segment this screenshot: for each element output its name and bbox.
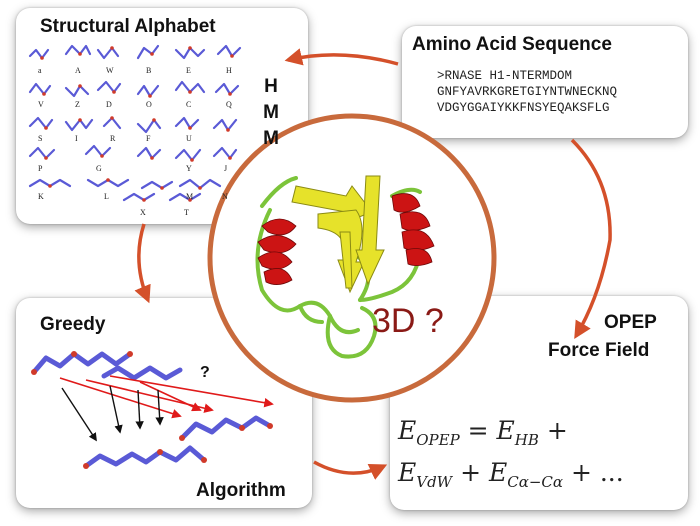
eq-e-hb: E (496, 416, 515, 445)
alphabet-letter: M (186, 192, 194, 201)
eq-e-opep: E (398, 416, 417, 445)
hmm-letter-m1: M (263, 102, 279, 123)
alphabet-letter: E (186, 66, 191, 75)
alphabet-letter: N (222, 192, 228, 201)
arrow-alphabet-to-greedy (134, 223, 151, 304)
eq-sub-hb: HB (514, 431, 539, 449)
question-mark: ? (200, 364, 210, 381)
sequence-block: >RNASE H1-NTERMDOM GNFYAVRKGRETGIYNTWNEC… (437, 68, 617, 116)
sequence-line-1: >RNASE H1-NTERMDOM (437, 69, 573, 83)
alphabet-letter: F (146, 134, 151, 143)
3d-question-label: 3D ? (372, 302, 444, 340)
alphabet-letter: R (110, 134, 116, 143)
alphabet-letter: H (226, 66, 232, 75)
alphabet-letter: Q (226, 100, 232, 109)
eq-plus-2: + (460, 458, 482, 487)
eq-sub-opep: OPEP (416, 431, 460, 449)
arrow-sequence-to-alphabet (284, 48, 399, 66)
eq-plus-3: + (570, 458, 592, 487)
alphabet-letter: X (140, 208, 146, 217)
eq-plus-1: + (546, 416, 568, 445)
alphabet-letter: U (186, 134, 192, 143)
alphabet-letter: a (38, 66, 42, 75)
structural-alphabet-fragments (28, 44, 242, 202)
greedy-title: Greedy (40, 314, 106, 335)
structural-alphabet-title: Structural Alphabet (40, 16, 216, 37)
alphabet-letter: O (146, 100, 152, 109)
alphabet-letter: K (38, 192, 44, 201)
greedy-red-arrows (59, 375, 274, 419)
equation-line-1: EOPEP = EHB + (398, 416, 568, 449)
greedy-molecules (31, 351, 273, 469)
greedy-black-arrows (61, 385, 164, 442)
alphabet-letter: W (106, 66, 114, 75)
alphabet-letter: Z (75, 100, 80, 109)
alphabet-letter: V (38, 100, 44, 109)
protein-helix-left (257, 218, 297, 285)
alphabet-letter: D (106, 100, 112, 109)
eq-sub-vdw: VdW (416, 473, 453, 491)
alphabet-letter: B (146, 66, 152, 75)
eq-e-vdw: E (398, 458, 417, 487)
force-field-title: Force Field (548, 340, 650, 361)
alphabet-letter: Y (186, 164, 192, 173)
alphabet-letter: I (75, 134, 78, 143)
hmm-label: H M M (262, 74, 280, 152)
hmm-letter-h: H (264, 76, 278, 97)
alphabet-letter: P (38, 164, 43, 173)
hmm-letter-m2: M (263, 128, 279, 149)
eq-equals: = (467, 416, 489, 445)
protein-strands (291, 175, 385, 294)
alphabet-letter: L (104, 192, 109, 201)
eq-ellipsis: ... (599, 458, 624, 487)
eq-e-ca: E (488, 458, 508, 487)
opep-title: OPEP (604, 312, 657, 333)
structural-alphabet-atoms (40, 46, 234, 202)
sequence-line-3: VDGYGGAIYKKFNSYEQAKSFLG (437, 101, 610, 115)
arrow-sequence-to-opep (570, 138, 612, 340)
alphabet-letter: G (96, 164, 102, 173)
protein-helix-right (391, 193, 435, 266)
greedy-molecule-atoms (31, 351, 273, 469)
algorithm-label: Algorithm (196, 480, 286, 501)
alphabet-letter: C (186, 100, 192, 109)
alphabet-letter: A (75, 66, 81, 75)
amino-acid-sequence-panel (402, 26, 688, 138)
arrow-greedy-to-opep (313, 460, 388, 480)
eq-sub-ca: Cα−Cα (507, 473, 563, 491)
alphabet-letter: T (184, 208, 189, 217)
amino-acid-sequence-title: Amino Acid Sequence (412, 34, 612, 55)
alphabet-letter: S (38, 134, 43, 143)
equation-line-2: EVdW + ECα−Cα + ... (398, 458, 624, 491)
alphabet-letter: J (224, 164, 228, 173)
sequence-line-2: GNFYAVRKGRETGIYNTWNECKNQ (437, 85, 618, 99)
